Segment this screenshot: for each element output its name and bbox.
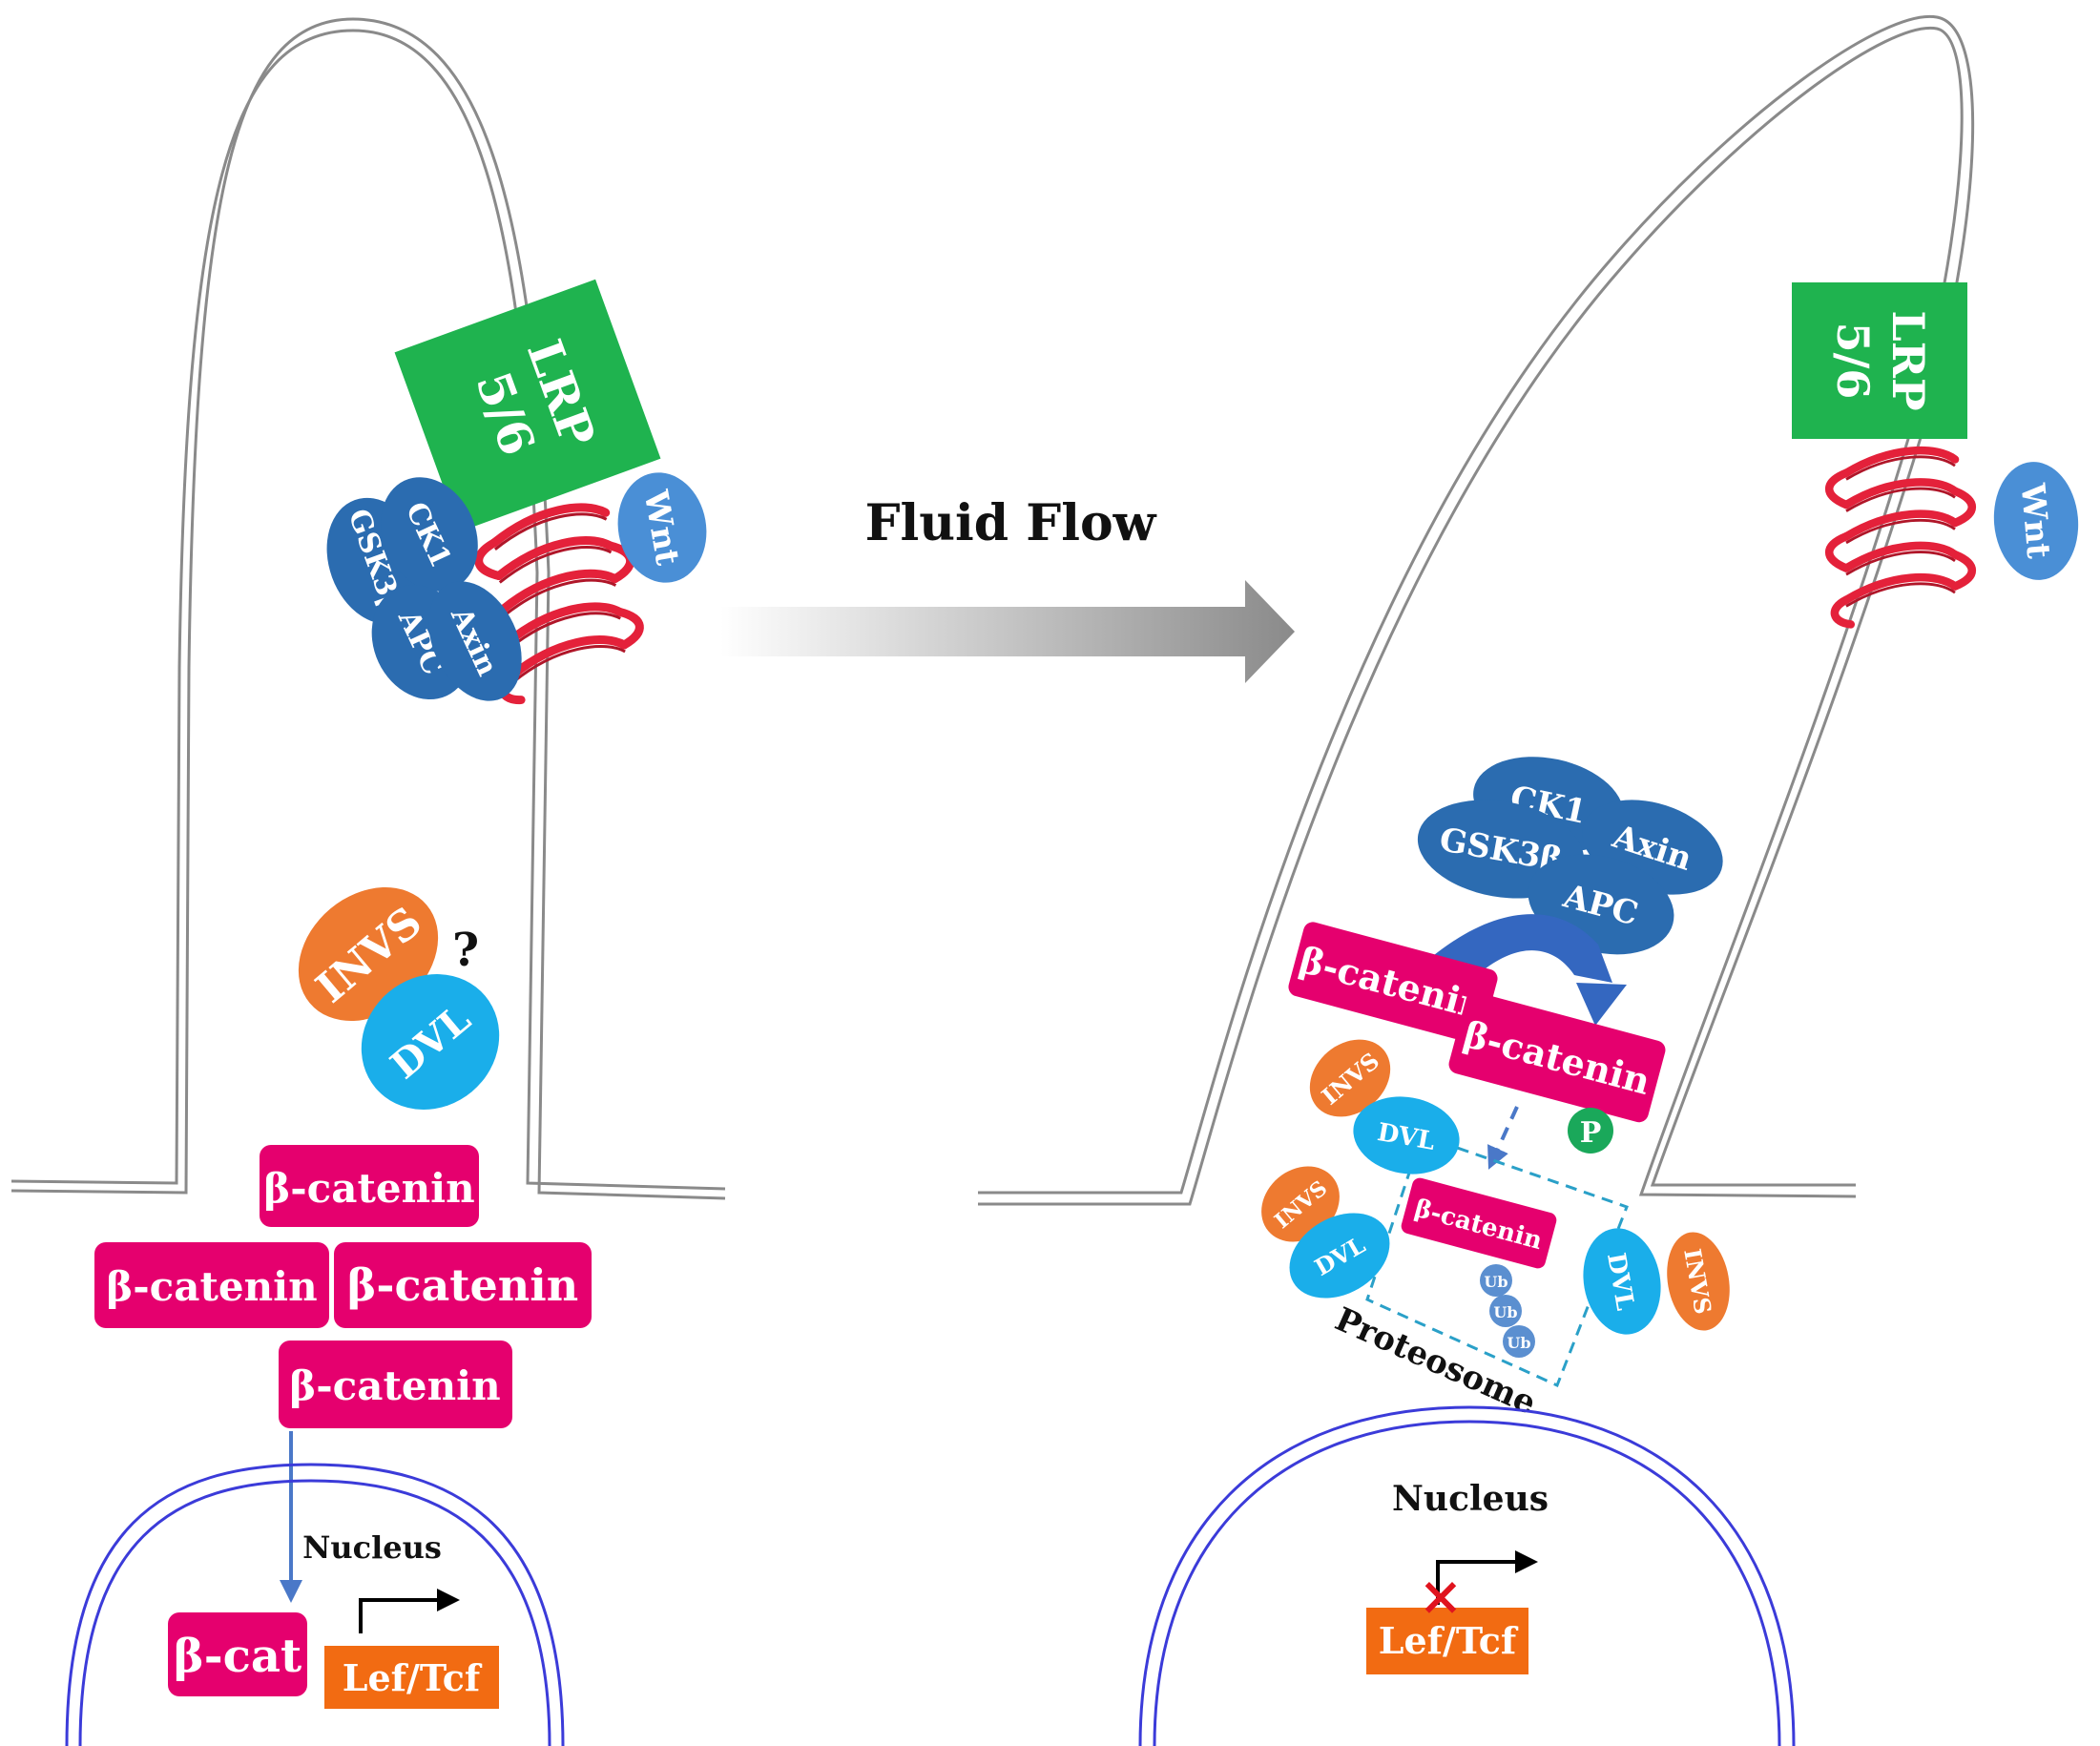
left-beta-catenin-label-3: β-catenin bbox=[347, 1259, 578, 1311]
right-beta-catenin-phospho: β-catenin bbox=[1448, 991, 1666, 1123]
right-ubiquitin-label-3: Ub bbox=[1507, 1334, 1530, 1352]
right-lrp-label-line1: LRP bbox=[1882, 310, 1934, 410]
right-invs-3: INVS bbox=[1667, 1232, 1730, 1331]
left-transcription-arrow bbox=[359, 1589, 460, 1633]
fluid-flow-label: Fluid Flow bbox=[865, 494, 1157, 552]
right-nucleus-envelope bbox=[1138, 1405, 1796, 1746]
right-dvl-2: DVL bbox=[1289, 1213, 1390, 1299]
right-ubiquitin-3: Ub bbox=[1503, 1325, 1535, 1358]
left-beta-catenin-label-4: β-catenin bbox=[289, 1362, 500, 1409]
left-beta-catenin-box-2: β-catenin bbox=[94, 1242, 329, 1328]
left-lef-tcf: Lef/Tcf bbox=[324, 1646, 499, 1709]
right-cilium-membrane bbox=[978, 14, 1975, 1206]
right-wnt: Wnt bbox=[1993, 462, 2079, 580]
right-degradation-arrow bbox=[1487, 1106, 1519, 1170]
left-beta-catenin-box-3: β-catenin bbox=[334, 1242, 592, 1328]
left-beta-cat-nuclear-label: β-cat bbox=[174, 1630, 301, 1683]
right-invs-1: INVS bbox=[1309, 1039, 1391, 1117]
right-beta-catenin-degraded: β-catenin bbox=[1401, 1177, 1557, 1269]
right-transcription-block-mark: × bbox=[1419, 1565, 1464, 1628]
left-destruction-complex: GSK3β CK1 APC Axin bbox=[326, 477, 522, 701]
right-ubiquitin-2: Ub bbox=[1489, 1295, 1522, 1327]
right-invs-dvl-pair-2: INVS DVL bbox=[1261, 1166, 1390, 1299]
left-beta-cat-nuclear: β-cat bbox=[168, 1612, 307, 1696]
right-ubiquitin-label-2: Ub bbox=[1493, 1303, 1517, 1321]
fluid-flow-indicator: Fluid Flow bbox=[720, 494, 1295, 683]
left-wnt-ellipse bbox=[617, 472, 707, 583]
right-invs-dvl-pair-1: INVS DVL bbox=[1309, 1039, 1460, 1174]
right-panel: LRP 5/6 Wnt CK1 Axin GSK3β bbox=[978, 14, 2079, 1746]
fluid-flow-arrow bbox=[720, 580, 1295, 683]
left-lrp-box bbox=[394, 279, 661, 532]
right-transcription-arrow bbox=[1436, 1550, 1538, 1605]
right-ubiquitin-1: Ub bbox=[1480, 1264, 1512, 1297]
right-ubiquitin-chain: Ub Ub Ub bbox=[1480, 1264, 1535, 1358]
left-beta-catenin-stack: β-catenin β-catenin β-catenin β-catenin bbox=[94, 1145, 592, 1428]
left-axin: Axin bbox=[428, 581, 522, 701]
left-beta-catenin-label-1: β-catenin bbox=[263, 1165, 474, 1212]
right-lrp-box bbox=[1792, 282, 1967, 439]
left-panel: LRP 5/6 Wnt GSK3β CK1 APC bbox=[10, 17, 726, 1746]
right-lrp-receptor: LRP 5/6 bbox=[1792, 282, 1967, 439]
left-beta-catenin-box-1: β-catenin bbox=[260, 1145, 479, 1227]
right-frizzled-receptor bbox=[1829, 450, 1972, 624]
right-invs-dvl-pair-3: DVL INVS bbox=[1583, 1228, 1730, 1335]
left-wnt: Wnt bbox=[617, 472, 707, 583]
left-ck1: CK1 bbox=[381, 477, 478, 592]
right-lef-tcf: Lef/Tcf bbox=[1366, 1608, 1528, 1674]
left-nucleus-label: Nucleus bbox=[302, 1529, 442, 1566]
left-lrp-receptor: LRP 5/6 bbox=[394, 279, 661, 532]
right-phospho-label: P bbox=[1580, 1116, 1602, 1150]
right-dvl-1: DVL bbox=[1353, 1096, 1460, 1174]
right-proteosome: β-catenin Ub Ub Ub Proteosome bbox=[1329, 1133, 1629, 1423]
left-beta-catenin-label-2: β-catenin bbox=[106, 1263, 317, 1310]
right-lef-tcf-label: Lef/Tcf bbox=[1379, 1619, 1519, 1662]
right-dvl-3: DVL bbox=[1583, 1228, 1661, 1335]
left-question-mark: ? bbox=[452, 924, 479, 977]
left-dvl: DVL bbox=[361, 974, 500, 1110]
right-ubiquitin-label-1: Ub bbox=[1484, 1273, 1507, 1291]
right-wnt-label: Wnt bbox=[2013, 481, 2058, 560]
left-nucleus-envelope bbox=[65, 1463, 565, 1746]
right-lrp-label-line2: 5/6 bbox=[1827, 322, 1879, 400]
right-nucleus-label: Nucleus bbox=[1392, 1479, 1549, 1519]
left-beta-catenin-box-4: β-catenin bbox=[279, 1341, 512, 1428]
right-phospho-group: P bbox=[1568, 1108, 1613, 1154]
left-lef-tcf-label: Lef/Tcf bbox=[343, 1656, 483, 1699]
